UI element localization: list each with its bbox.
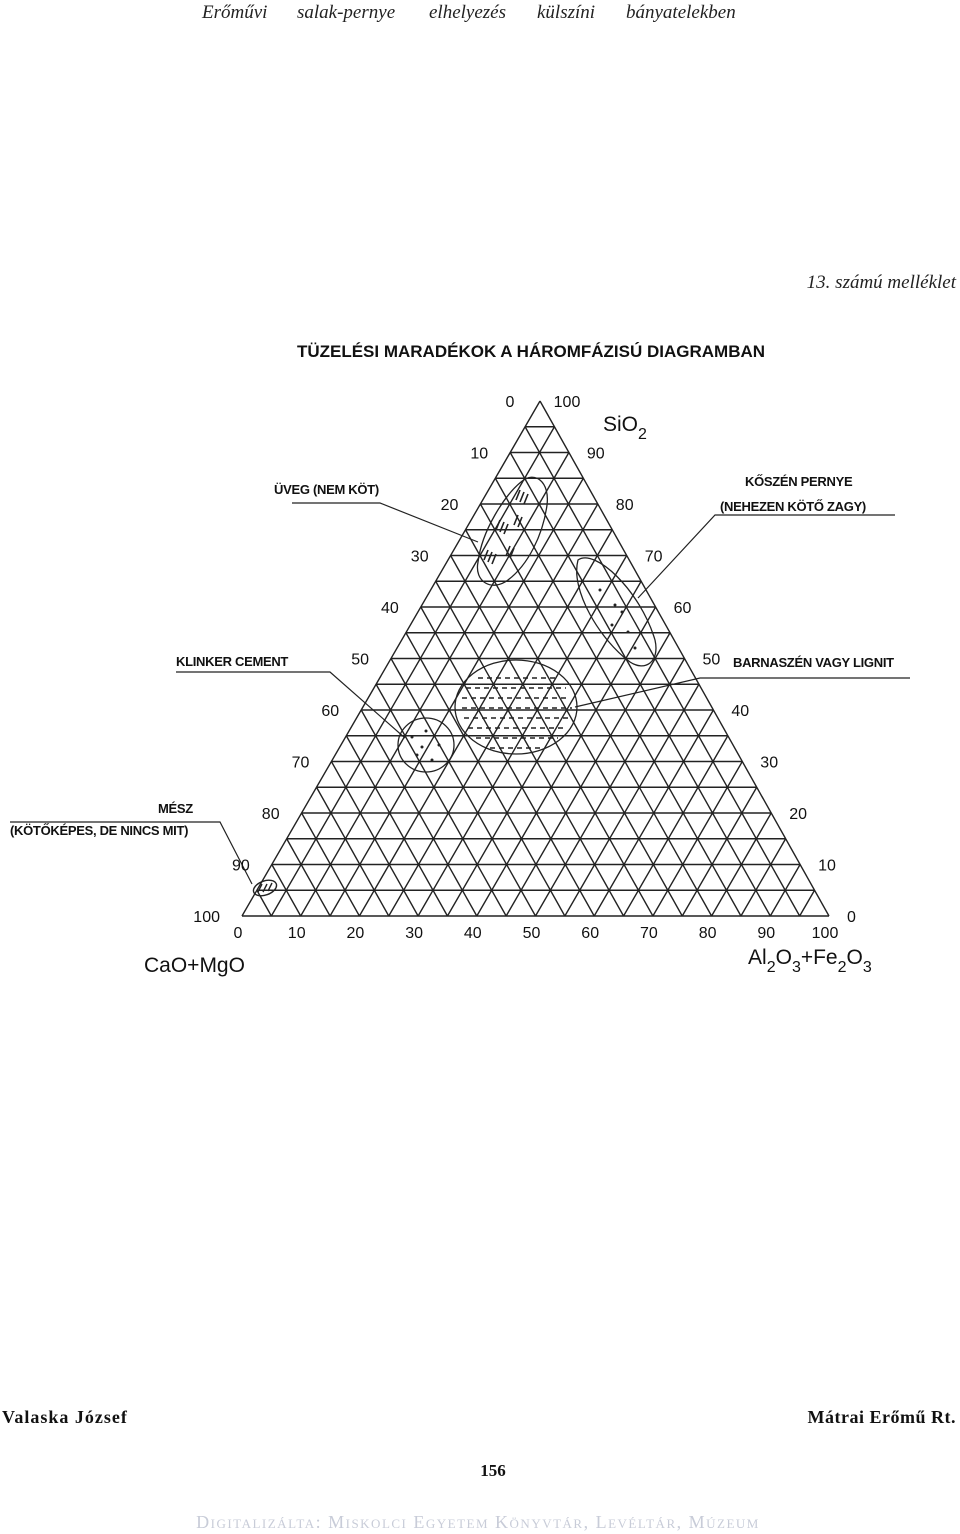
- grid-line: [479, 503, 713, 917]
- grid-line: [799, 889, 816, 917]
- header-word: bányatelekben: [626, 2, 736, 23]
- author: Valaska József: [2, 1407, 128, 1427]
- annotation-coal-ash: KŐSZÉN PERNYE: [745, 474, 853, 489]
- apex-top-label: SiO2: [603, 413, 647, 443]
- annotation-lime-note: (KÖTŐKÉPES, DE NINCS MIT): [10, 823, 188, 838]
- tick-label: 10: [818, 858, 836, 875]
- tick-label: 0: [506, 394, 515, 411]
- tick-label: 50: [523, 925, 541, 942]
- tick-label: 20: [347, 925, 365, 942]
- tick-label: 70: [640, 925, 658, 942]
- grid-line: [358, 503, 599, 917]
- grid-line: [509, 452, 771, 917]
- grid-line: [740, 838, 787, 917]
- grid-line: [315, 786, 390, 917]
- header-word: elhelyezés: [429, 2, 507, 23]
- tick-label: 100: [554, 394, 581, 411]
- annotation-lime: MÉSZ: [158, 801, 193, 816]
- tick-label: 70: [292, 755, 310, 772]
- tick-label: 40: [381, 600, 399, 617]
- tick-label: 90: [587, 446, 605, 463]
- grid-line: [300, 452, 570, 917]
- grid-line: [405, 632, 566, 917]
- tick-label: 80: [616, 497, 634, 514]
- tick-label: 50: [703, 652, 721, 669]
- tick-label: 60: [674, 600, 692, 617]
- grid-line: [681, 786, 758, 917]
- tick-label: 10: [470, 446, 488, 463]
- header-word: salak-pernye: [297, 2, 396, 23]
- tick-label: 40: [464, 925, 482, 942]
- grid-line: [564, 683, 700, 917]
- apex-right-label: Al2O3+Fe2O3: [748, 946, 872, 976]
- tick-label: 30: [405, 925, 423, 942]
- page-number: 156: [480, 1461, 506, 1480]
- grid-line: [417, 555, 628, 917]
- grid-line: [345, 735, 449, 917]
- tick-label: 60: [581, 925, 599, 942]
- grid-line: [524, 426, 801, 917]
- tick-label: 80: [262, 806, 280, 823]
- annotation-clinker: KLINKER CEMENT: [176, 654, 288, 669]
- region-coal-ash: [576, 557, 657, 667]
- region-clinker: [397, 717, 455, 773]
- grid-line: [375, 683, 507, 917]
- tick-label: 100: [193, 909, 220, 926]
- tick-label: 30: [411, 549, 429, 566]
- tick-label: 20: [441, 497, 459, 514]
- tick-label: 80: [699, 925, 717, 942]
- tick-label: 10: [288, 925, 306, 942]
- annex-number: 13. számú melléklet: [806, 272, 956, 293]
- grid-line: [388, 529, 613, 917]
- company: Mátrai Erőmű Rt.: [807, 1407, 956, 1427]
- header-word: Erőművi: [202, 2, 268, 23]
- triangle-grid: [241, 400, 830, 917]
- grid-line: [256, 889, 272, 917]
- tick-label: 60: [321, 703, 339, 720]
- tick-label: 30: [760, 755, 778, 772]
- tick-label: 70: [645, 549, 663, 566]
- digitization-notice: Digitalizálta: Miskolci Egyetem Könyvtár…: [196, 1512, 760, 1532]
- leader-lines: [10, 502, 910, 885]
- apex-left-label: CaO+MgO: [144, 954, 245, 977]
- grid-line: [286, 838, 331, 917]
- region-glass: [476, 476, 548, 586]
- tick-label: 0: [847, 909, 856, 926]
- annotation-coal-ash-note: (NEHEZEN KÖTŐ ZAGY): [720, 499, 866, 514]
- tick-label: 90: [232, 858, 250, 875]
- tick-label: 50: [351, 652, 369, 669]
- grid-line: [505, 632, 671, 917]
- tick-label: 40: [731, 703, 749, 720]
- annotation-glass: ÜVEG (NEM KÖT): [274, 482, 379, 497]
- annotation-brown-coal: BARNASZÉN VAGY LIGNIT: [733, 655, 894, 670]
- tick-label: 100: [812, 925, 839, 942]
- region-lime: [252, 879, 278, 897]
- page-title: TÜZELÉSI MARADÉKOK A HÁROMFÁZISÚ DIAGRAM…: [296, 342, 766, 361]
- grid-line: [449, 555, 654, 917]
- grid-line: [270, 426, 556, 917]
- grid-line: [622, 735, 729, 917]
- tick-label: 0: [234, 925, 243, 942]
- tick-label: 20: [789, 806, 807, 823]
- region-brown-coal: [454, 659, 578, 755]
- header-word: külszíni: [537, 2, 596, 23]
- tick-label: 90: [757, 925, 775, 942]
